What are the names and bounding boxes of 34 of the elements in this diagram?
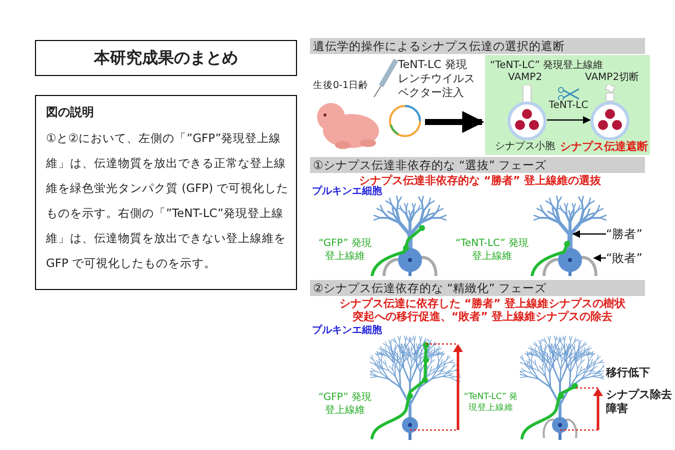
section-band: 遺伝学的操作によるシナプス伝達の選択的遮断 <box>310 38 645 54</box>
cell-label: プルキンエ細胞 <box>312 325 383 337</box>
status-text: シナプス伝達遮断 <box>560 140 649 154</box>
callout-label: “敗者” <box>606 250 650 266</box>
fiber-label: “TeNT-LC” 発現登上線維 <box>462 392 520 414</box>
node-label: TeNT-LC 発現レンチウイルスベクター注入 <box>398 58 476 100</box>
node-label: VAMP2 <box>508 72 544 84</box>
description-text: ①と②において、左側の「”GFP”発現登上線維」は、伝達物質を放出できる正常な登上線維を緑色蛍光タンパク質 (GFP) で可視化したものを示す。右側の「”TeNT-LC”発現登上線維」は、伝達物質を放出できない登上線維を GFP で可視化したものを示す。 <box>46 130 290 272</box>
subtitle: シナプス伝達非依存的な “勝者” 登上線維の選抜 <box>358 174 602 187</box>
callout-label: “勝者” <box>606 226 650 242</box>
fiber-label: “TeNT-LC” 発現登上線維 <box>454 238 530 263</box>
node-label: VAMP2切断 <box>585 72 640 84</box>
arrow <box>425 111 484 133</box>
section-band: ②シナプス伝達依存的な “精緻化” フェーズ <box>310 280 645 296</box>
arrow <box>572 230 606 238</box>
heading: 図の説明 <box>46 104 95 121</box>
node-label: 生後0-1日齢 <box>313 80 370 92</box>
arrow <box>593 254 606 262</box>
node-label: 移行低下 <box>606 366 651 380</box>
subtitle: シナプス伝達に依存した “勝者” 登上線維シナプスの樹状突起への移行促進、“敗者” 登上線維シナプスの除去 <box>338 297 627 324</box>
edge-label: TeNT-LC <box>546 100 590 111</box>
section-band: ①シナプス伝達非依存的な “選抜” フェーズ <box>310 157 645 173</box>
description-box <box>35 95 297 290</box>
arrow <box>547 116 591 124</box>
title-box: 本研究成果のまとめ <box>35 40 297 76</box>
fiber-label: “GFP” 発現登上線維 <box>318 238 372 263</box>
node-label: シナプス小胞 <box>495 141 556 154</box>
result-panel <box>485 55 650 155</box>
panel-heading: “TeNT-LC” 発現登上線維 <box>490 58 604 72</box>
synaptic-vesicle-drawing <box>507 85 547 140</box>
fiber-label: “GFP” 発現登上線維 <box>318 392 372 417</box>
synaptic-vesicle-drawing <box>590 85 630 140</box>
cell-label: プルキンエ細胞 <box>312 186 382 198</box>
node-label: シナプス除去障害 <box>606 388 672 416</box>
